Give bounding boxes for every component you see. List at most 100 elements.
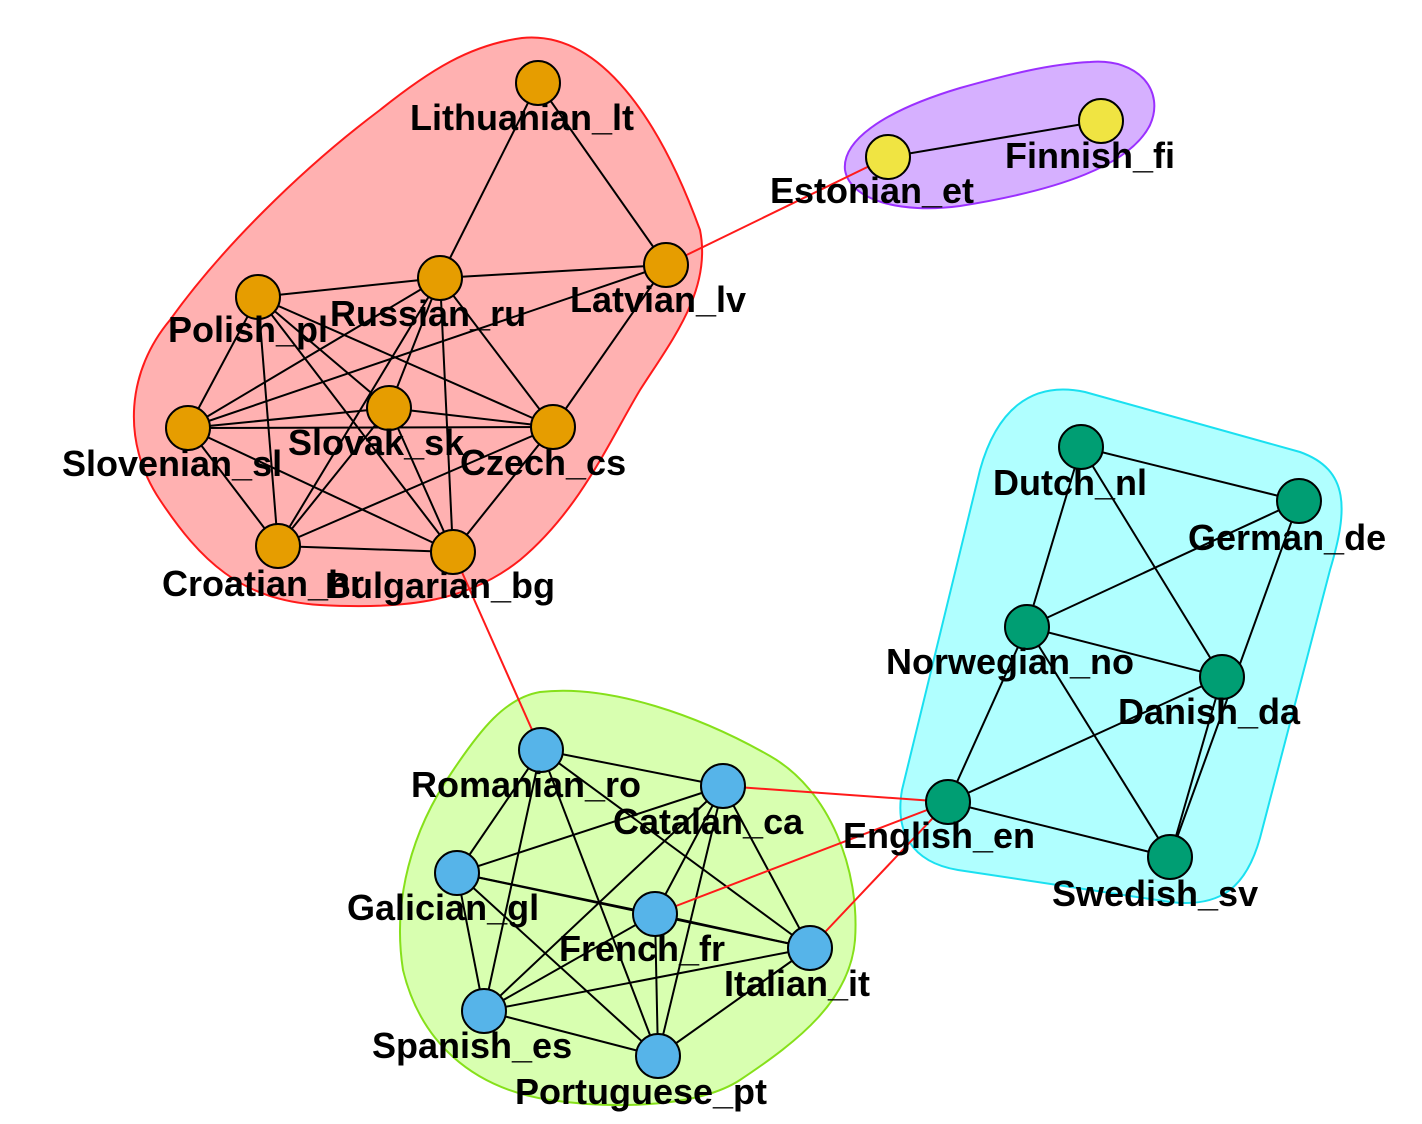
node-labels: Lithuanian_ltLatvian_lvRussian_ruPolish_… — [62, 97, 1386, 1112]
edge-lt-lv — [537, 82, 667, 266]
node-label-da: Danish_da — [1118, 691, 1301, 732]
bridge-edge-ca-en — [722, 785, 949, 803]
cluster-hull-finnic — [843, 60, 1156, 210]
node-label-nl: Dutch_nl — [993, 462, 1147, 503]
bridge-edges — [452, 156, 949, 949]
edge-cs-bg — [452, 426, 554, 553]
edge-nl-de — [1080, 446, 1300, 502]
edge-no-da — [1026, 626, 1223, 678]
edge-lv-cs — [552, 264, 667, 428]
edge-no-sv — [1026, 626, 1171, 858]
node-ca — [700, 763, 746, 809]
nodes — [165, 60, 1322, 1079]
edge-ro-es — [483, 749, 542, 1012]
node-label-hr: Croatian_hr — [162, 563, 364, 604]
edge-de-no — [1026, 500, 1300, 628]
edge-no-en — [947, 626, 1028, 803]
node-label-fi: Finnish_fi — [1005, 135, 1175, 176]
node-label-ca: Catalan_ca — [613, 801, 804, 842]
cluster-hulls — [132, 36, 1343, 1107]
node-label-cs: Czech_cs — [460, 442, 626, 483]
edges — [187, 82, 1300, 1057]
node-label-no: Norwegian_no — [886, 641, 1134, 682]
bridge-edge-lv-et — [665, 156, 889, 266]
edge-es-pt — [483, 1010, 659, 1057]
bridge-edge-it-en — [809, 801, 949, 949]
edge-gl-pt — [456, 872, 659, 1057]
node-lv — [643, 242, 689, 288]
edge-ru-hr — [277, 277, 441, 547]
edge-sl-cs — [187, 426, 554, 429]
node-label-sk: Slovak_sk — [288, 422, 465, 463]
node-lt — [515, 60, 561, 106]
edge-pl-hr — [257, 296, 279, 547]
edge-sl-hr — [187, 427, 279, 547]
cluster-hull-germanic — [899, 388, 1343, 904]
node-fr — [632, 891, 678, 937]
edge-nl-no — [1026, 446, 1082, 628]
node-nl — [1058, 424, 1104, 470]
node-label-et: Estonian_et — [770, 170, 974, 211]
edge-da-en — [947, 676, 1223, 803]
edge-hr-bg — [277, 545, 454, 553]
edge-ro-it — [540, 749, 811, 949]
node-label-bg: Bulgarian_bg — [325, 565, 555, 606]
node-it — [787, 925, 833, 971]
edge-it-pt — [657, 947, 811, 1057]
node-no — [1004, 604, 1050, 650]
node-en — [925, 779, 971, 825]
edge-ru-sk — [388, 277, 441, 409]
node-pt — [635, 1033, 681, 1079]
node-label-es: Spanish_es — [372, 1025, 572, 1066]
node-et — [865, 134, 911, 180]
node-label-ro: Romanian_ro — [411, 764, 641, 805]
edge-sl-sk — [187, 407, 390, 429]
node-label-en: English_en — [843, 815, 1035, 856]
edge-nl-da — [1080, 446, 1223, 678]
edge-pl-cs — [257, 296, 554, 428]
node-label-lv: Latvian_lv — [570, 279, 746, 320]
edge-ru-lv — [439, 264, 667, 279]
edge-ro-ca — [540, 749, 724, 787]
cluster-hull-baltic-slavic — [132, 36, 704, 608]
node-sv — [1147, 834, 1193, 880]
edge-ro-gl — [456, 749, 542, 874]
node-label-ru: Russian_ru — [330, 293, 526, 334]
node-fi — [1078, 98, 1124, 144]
edge-ca-fr — [654, 785, 724, 915]
edge-fr-it — [654, 913, 811, 949]
edge-sk-bg — [388, 407, 454, 553]
edge-cs-hr — [277, 426, 554, 547]
edge-ru-cs — [439, 277, 554, 428]
node-label-sv: Swedish_sv — [1052, 873, 1258, 914]
edge-fr-es — [483, 913, 656, 1012]
edge-en-sv — [947, 801, 1171, 858]
node-bg — [430, 529, 476, 575]
bridge-edge-fr-en — [654, 801, 949, 915]
node-label-lt: Lithuanian_lt — [410, 97, 634, 138]
edge-ru-sl — [187, 277, 441, 429]
node-gl — [434, 850, 480, 896]
edge-pl-sk — [257, 296, 390, 409]
edge-lv-sl — [187, 264, 667, 429]
node-sk — [366, 385, 412, 431]
edge-et-fi — [887, 120, 1102, 158]
edge-ca-gl — [456, 785, 724, 874]
node-label-de: German_de — [1188, 517, 1386, 558]
node-da — [1199, 654, 1245, 700]
node-label-it: Italian_it — [724, 963, 870, 1004]
edge-ca-it — [722, 785, 811, 949]
edge-pl-bg — [257, 296, 454, 553]
edge-sk-cs — [388, 407, 554, 428]
node-hr — [255, 523, 301, 569]
edge-lt-ru — [439, 82, 539, 279]
node-es — [461, 988, 507, 1034]
node-label-fr: French_fr — [559, 928, 725, 969]
node-label-gl: Galician_gl — [347, 887, 539, 928]
node-de — [1276, 478, 1322, 524]
node-sl — [165, 405, 211, 451]
bridge-edge-bg-ro — [452, 551, 542, 751]
node-ro — [518, 727, 564, 773]
node-ru — [417, 255, 463, 301]
